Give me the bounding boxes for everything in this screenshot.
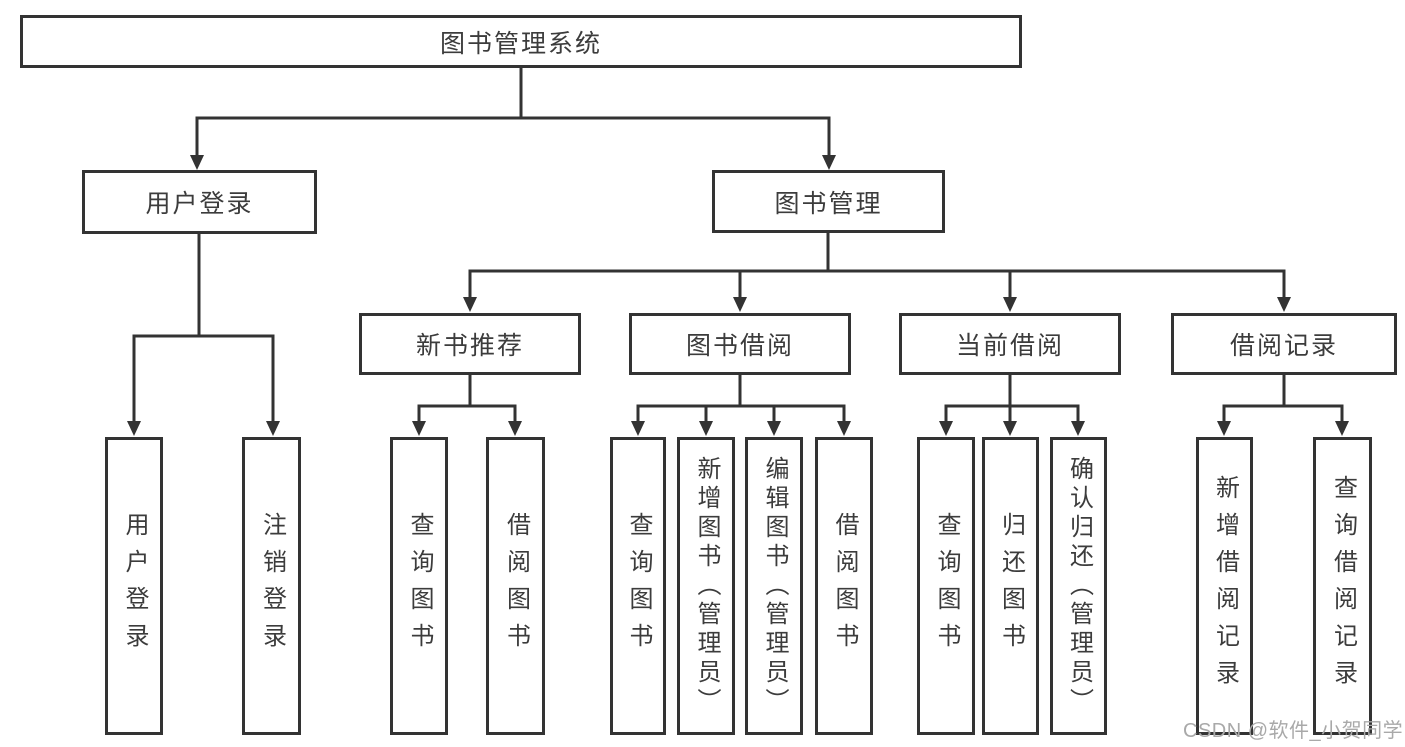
node-label: 查询借阅记录 <box>1329 475 1357 697</box>
leaf-query-books: 查询图书 <box>610 437 666 735</box>
node-label: 图书借阅 <box>685 332 794 360</box>
node-label: 图书管理系统 <box>439 29 602 58</box>
leaf-confirm-return-admin: 确认归还（管理员） <box>1050 437 1107 735</box>
leaf-logout: 注销登录 <box>242 437 301 735</box>
arrowheads <box>127 155 1349 436</box>
node-label: 借阅图书 <box>831 512 858 660</box>
node-label: 借阅图书 <box>502 512 530 660</box>
node-label: 用户登录 <box>145 190 254 218</box>
node-label: 查询图书 <box>625 512 652 660</box>
node-label: 新书推荐 <box>415 332 524 360</box>
leaf-query-borrow-record: 查询借阅记录 <box>1313 437 1372 735</box>
node-book-borrowing: 图书借阅 <box>629 313 851 375</box>
node-label: 归还图书 <box>997 512 1025 660</box>
node-label: 查询图书 <box>933 512 960 660</box>
leaf-add-book-admin: 新增图书（管理员） <box>677 437 735 735</box>
leaf-query-books: 查询图书 <box>917 437 975 735</box>
node-label: 用户登录 <box>121 512 148 660</box>
node-label: 新增图书（管理员） <box>693 455 720 717</box>
node-book-management: 图书管理 <box>712 170 945 233</box>
leaf-user-login: 用户登录 <box>105 437 163 735</box>
node-current-borrowing: 当前借阅 <box>899 313 1121 375</box>
node-user-login: 用户登录 <box>82 170 317 234</box>
node-library-management-system: 图书管理系统 <box>20 15 1022 68</box>
leaf-borrow-books: 借阅图书 <box>815 437 873 735</box>
node-label: 图书管理 <box>774 189 883 218</box>
node-label: 借阅记录 <box>1229 332 1338 360</box>
node-label: 当前借阅 <box>955 332 1064 360</box>
leaf-query-books: 查询图书 <box>390 437 448 735</box>
node-new-book-recommendation: 新书推荐 <box>359 313 581 375</box>
node-borrowing-records: 借阅记录 <box>1171 313 1397 375</box>
leaf-edit-book-admin: 编辑图书（管理员） <box>745 437 803 735</box>
node-label: 注销登录 <box>258 512 286 660</box>
leaf-add-borrow-record: 新增借阅记录 <box>1196 437 1253 735</box>
node-label: 编辑图书（管理员） <box>761 455 788 717</box>
node-label: 确认归还（管理员） <box>1065 455 1093 717</box>
leaf-return-book: 归还图书 <box>982 437 1039 735</box>
csdn-watermark: CSDN @软件_小贺同学 <box>1183 720 1404 742</box>
leaf-borrow-books: 借阅图书 <box>486 437 545 735</box>
node-label: 新增借阅记录 <box>1211 475 1239 697</box>
node-label: 查询图书 <box>406 512 433 660</box>
